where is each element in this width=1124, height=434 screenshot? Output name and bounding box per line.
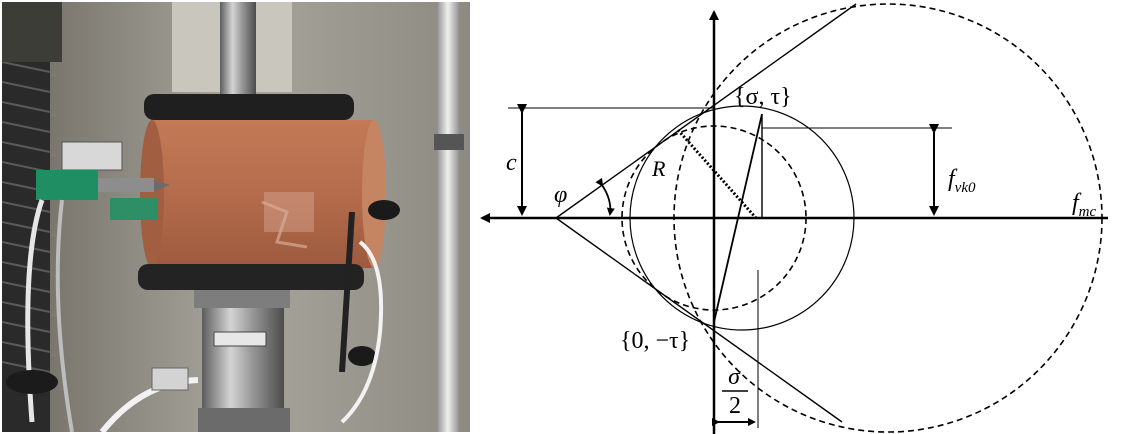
label-half-sigma-numerator: σ	[728, 364, 741, 390]
mohr-circle-solid	[629, 105, 855, 331]
mohr-failure-diagram: {σ, τ} {0, −τ} c φ R fvk0 fmc σ 2	[480, 3, 1108, 434]
phi-angle-arc	[595, 177, 615, 216]
label-sigma-tau: {σ, τ}	[734, 84, 792, 110]
label-fmc-main: f	[1072, 190, 1082, 216]
stress-diameter	[713, 113, 763, 323]
equipment-top-left	[2, 2, 62, 62]
clamp-knob-lower	[348, 346, 376, 366]
label-fvk0-sub: vk0	[955, 180, 976, 196]
guide-rod	[438, 2, 460, 432]
lower-platen	[138, 264, 364, 290]
mohr-circle-dashed-small	[621, 125, 807, 311]
clamp-knob	[368, 200, 400, 220]
cable-right	[340, 240, 384, 424]
label-R: R	[651, 156, 666, 181]
label-fmc-sub: mc	[1079, 204, 1097, 220]
label-fvk0-main: f	[948, 166, 958, 192]
load-cell-label	[213, 331, 267, 347]
clamp-arm	[339, 211, 355, 373]
label-phi: φ	[554, 182, 567, 208]
mohr-circle-dashed-large	[673, 3, 1103, 433]
connector	[151, 367, 189, 391]
label-half-sigma-denominator: 2	[729, 393, 741, 419]
upper-platen	[144, 94, 354, 120]
test-setup-photo	[2, 2, 470, 432]
label-fmc: fmc	[1072, 190, 1097, 220]
envelope-upper	[555, 3, 857, 219]
label-zero-minus-tau: {0, −τ}	[620, 328, 690, 354]
label-fvk0: fvk0	[948, 166, 976, 196]
load-cell-foot	[198, 408, 290, 432]
displacement-sensor	[36, 141, 170, 220]
radius-line	[676, 129, 758, 219]
brick-specimen	[140, 120, 386, 268]
load-cell	[202, 308, 284, 408]
cable-left-2	[55, 199, 74, 432]
dark-object	[6, 370, 58, 394]
rod-clamp	[434, 134, 464, 150]
lower-fixture-base	[194, 290, 290, 308]
upper-shaft	[220, 2, 256, 94]
label-c: c	[506, 150, 517, 176]
envelope-lower	[555, 217, 843, 423]
